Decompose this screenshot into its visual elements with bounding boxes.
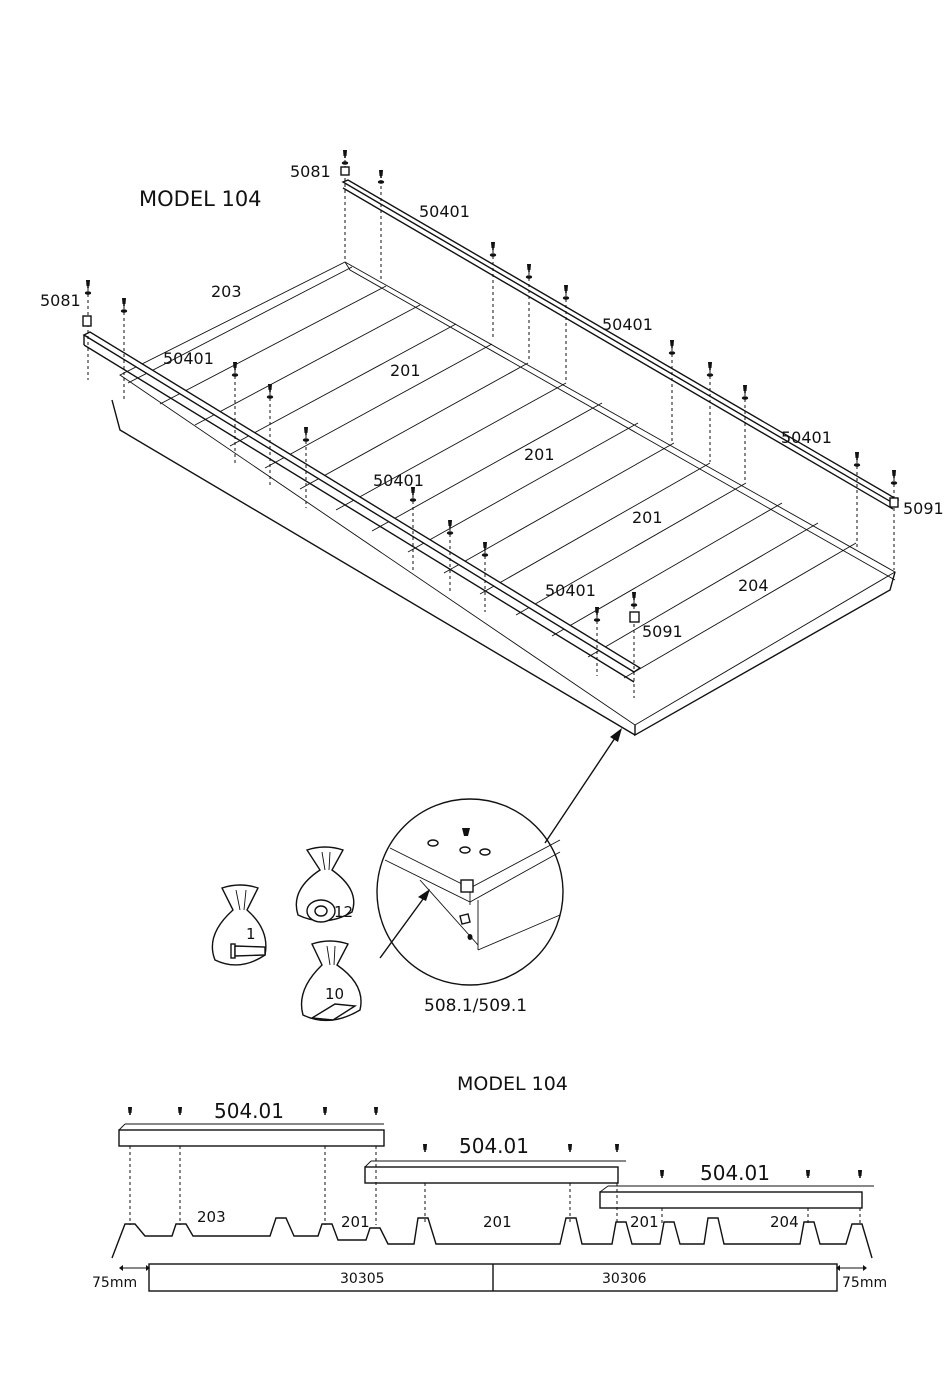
part-label-5091: 5091 — [642, 622, 683, 641]
part-label-5081: 5081 — [40, 291, 81, 310]
base-label: 30305 — [340, 1271, 385, 1287]
model-title-bottom: MODEL 104 — [457, 1073, 568, 1095]
part-label-5081: 5081 — [290, 162, 331, 181]
base-label: 30306 — [602, 1271, 647, 1287]
corner-bracket — [630, 612, 639, 622]
rail-section-2 — [365, 1161, 626, 1183]
part-label-50401: 50401 — [419, 202, 470, 221]
overhang-label-left: 75mm — [92, 1275, 137, 1291]
part-label-204: 204 — [738, 576, 769, 595]
corner-bracket — [341, 167, 349, 175]
part-label-50401: 50401 — [545, 581, 596, 600]
part-label-201: 201 — [390, 361, 421, 380]
detail-caption: 508.1/509.1 — [424, 996, 527, 1016]
rail-label: 504.01 — [459, 1134, 529, 1158]
overhang-dimension-left — [119, 1265, 150, 1271]
detail-arrow — [545, 735, 617, 843]
part-label-201: 201 — [524, 445, 555, 464]
sheet-label: 204 — [770, 1213, 799, 1231]
part-label-203: 203 — [211, 282, 242, 301]
sheet-label: 201 — [630, 1213, 659, 1231]
bag-count-screws: 1 — [246, 925, 256, 943]
front-rail — [84, 332, 640, 682]
screw-set — [85, 150, 897, 622]
corner-bracket — [890, 498, 898, 507]
part-label-201: 201 — [632, 508, 663, 527]
corner-detail — [377, 799, 563, 985]
part-label-50401: 50401 — [602, 315, 653, 334]
part-label-50401: 50401 — [373, 471, 424, 490]
part-label-50401: 50401 — [781, 428, 832, 447]
base-beams — [149, 1264, 837, 1291]
roof-sheet-ribs — [128, 267, 856, 678]
bag-count-brackets: 10 — [325, 985, 344, 1003]
screw-bag — [212, 885, 266, 965]
sheet-label: 201 — [341, 1213, 370, 1231]
part-label-50401: 50401 — [163, 349, 214, 368]
bracket-bag — [302, 941, 362, 1020]
bag-count-washers: 12 — [334, 903, 353, 921]
rail-section-1 — [119, 1124, 384, 1146]
overhang-dimension-right — [836, 1265, 867, 1271]
arrow-head — [610, 728, 622, 742]
back-rail — [343, 180, 898, 509]
rail-section-3 — [600, 1186, 874, 1208]
sheet-label: 203 — [197, 1208, 226, 1226]
overhang-label-right: 75mm — [842, 1275, 887, 1291]
rail-label: 504.01 — [214, 1099, 284, 1123]
rail-label: 504.01 — [700, 1161, 770, 1185]
sheet-label: 201 — [483, 1213, 512, 1231]
roof-assembly-isometric — [83, 150, 898, 843]
model-title-top: MODEL 104 — [139, 187, 262, 211]
corner-bracket — [83, 316, 91, 326]
part-label-5091: 5091 — [903, 499, 944, 518]
